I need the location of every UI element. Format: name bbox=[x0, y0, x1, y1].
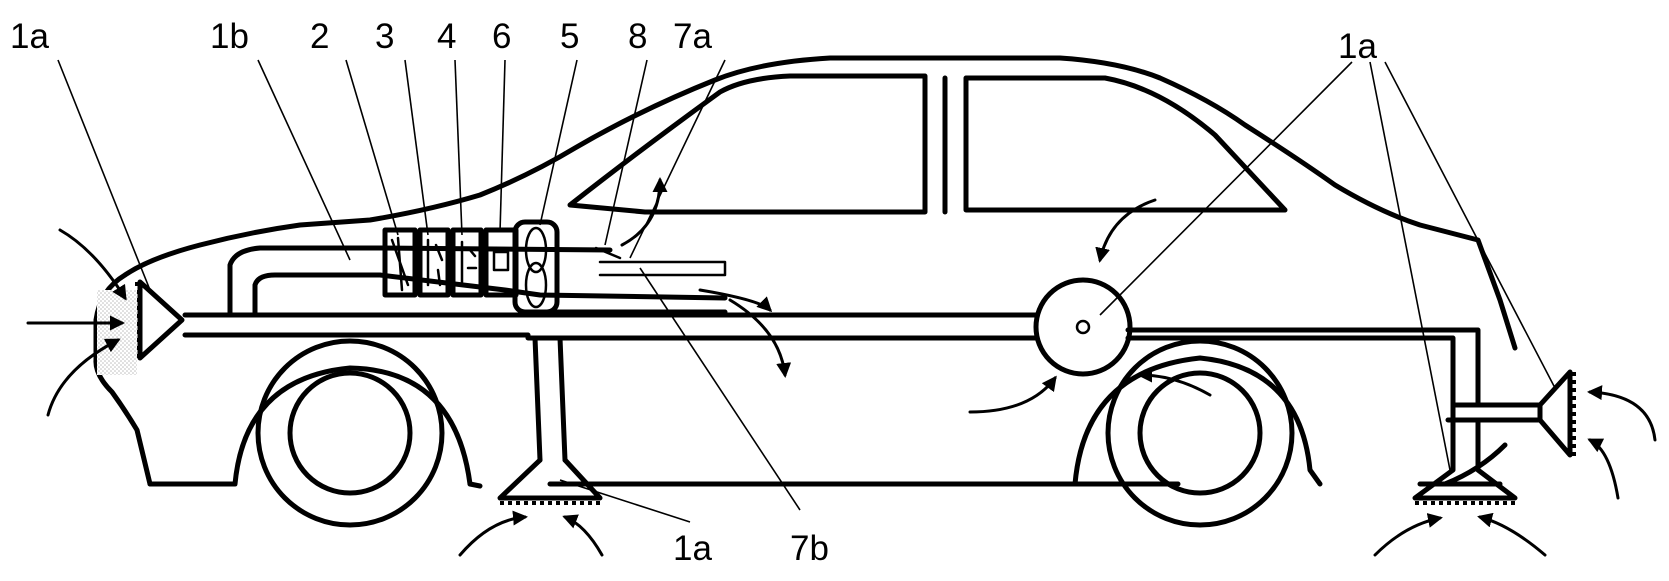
main-duct-lower bbox=[182, 312, 1481, 423]
rocker-panel bbox=[467, 481, 1503, 489]
label-5: 5 bbox=[560, 17, 579, 56]
airflow-arrows bbox=[26, 177, 1657, 557]
car-body-outline bbox=[93, 55, 1518, 487]
outlet-nozzle-8 bbox=[594, 246, 622, 260]
front-wheel-arch bbox=[147, 365, 473, 487]
front-intake bbox=[137, 279, 185, 361]
front-window bbox=[567, 73, 928, 215]
front-wheel bbox=[255, 338, 445, 528]
label-7b: 7b bbox=[790, 529, 829, 568]
rear-upper-duct bbox=[1450, 402, 1543, 423]
leader-lines bbox=[57, 59, 1556, 523]
label-4: 4 bbox=[437, 17, 456, 56]
rear-bottom-intake bbox=[1412, 337, 1518, 501]
label-1a-bottom: 1a bbox=[673, 529, 712, 568]
bottom-intake bbox=[497, 457, 603, 501]
label-8: 8 bbox=[628, 17, 647, 56]
label-3: 3 bbox=[375, 17, 394, 56]
rear-window bbox=[963, 75, 1288, 213]
rear-wheel-arch bbox=[1072, 355, 1323, 487]
fan-5 bbox=[512, 219, 560, 315]
label-6: 6 bbox=[492, 17, 511, 56]
label-2: 2 bbox=[310, 17, 329, 56]
engine-duct-loop bbox=[227, 245, 728, 318]
label-1b: 1b bbox=[210, 17, 249, 56]
label-1a-rear: 1a bbox=[1338, 27, 1377, 66]
component-3 bbox=[417, 227, 451, 298]
rear-wheel bbox=[1105, 338, 1295, 528]
label-7a: 7a bbox=[673, 17, 712, 56]
central-unit bbox=[1033, 277, 1133, 377]
front-shade bbox=[97, 290, 137, 375]
rear-intake bbox=[1537, 369, 1573, 458]
component-6 bbox=[483, 227, 519, 298]
component-4 bbox=[450, 227, 484, 298]
label-1a-front: 1a bbox=[10, 17, 49, 56]
vertical-feeder-duct bbox=[532, 335, 568, 463]
component-2 bbox=[382, 227, 418, 298]
